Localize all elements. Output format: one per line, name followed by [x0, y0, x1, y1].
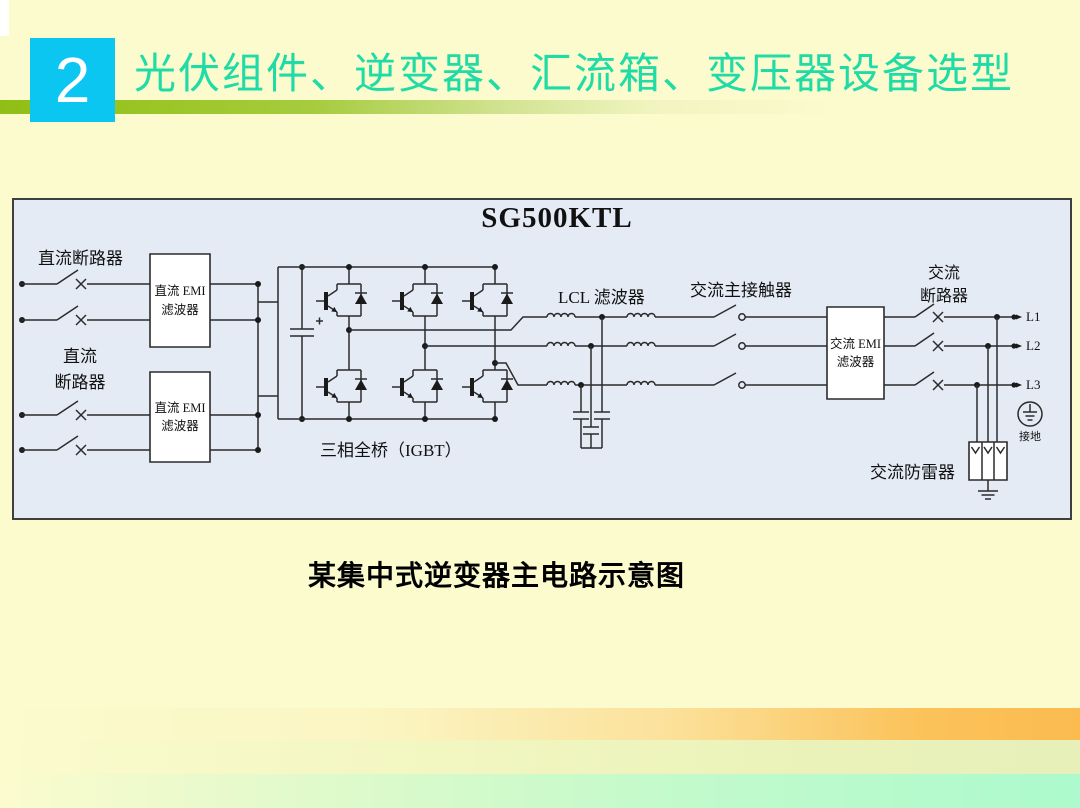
diagram-model-title: SG500KTL — [481, 202, 633, 234]
igbt-bridge — [278, 264, 547, 422]
ac-emi-filter-box — [827, 307, 884, 399]
terminal-label-l3: L3 — [1026, 377, 1041, 392]
label-dc-breaker-bottom: 直流 断路器 — [40, 344, 120, 397]
ground-symbol — [1018, 402, 1042, 426]
label-dc-breaker-top: 直流断路器 — [38, 249, 123, 268]
ac-emi-line2: 滤波器 — [836, 355, 875, 369]
label-ac-emi-filter: 交流 EMI 滤波器 — [827, 307, 884, 399]
terminal-label-l1: L1 — [1026, 309, 1041, 324]
dc-emi-filter-box-1 — [150, 254, 210, 347]
label-three-phase-bridge: 三相全桥（IGBT） — [320, 441, 462, 460]
dc-emi-filter-box-2 — [150, 372, 210, 462]
section-number-badge: 2 — [30, 38, 115, 122]
label-dc-emi-filter-1: 直流 EMI 滤波器 — [150, 254, 210, 347]
ac-breaker-line2: 断路器 — [919, 288, 968, 306]
footer-band-mint — [0, 774, 1080, 808]
footer-band-orange — [0, 708, 1080, 740]
dc-emi-1-line2: 滤波器 — [161, 302, 199, 317]
section-number: 2 — [54, 44, 91, 116]
surge-protector — [969, 314, 1007, 499]
slide-title: 光伏组件、逆变器、汇流箱、变压器设备选型 — [134, 52, 1015, 98]
lcl-filter-network — [546, 312, 714, 449]
inverter-main-circuit-schematic — [18, 200, 1070, 518]
label-ac-breaker: 交流 断路器 — [910, 262, 978, 308]
label-dc-breaker-bottom-line2: 断路器 — [54, 373, 106, 393]
label-ac-main-contactor: 交流主接触器 — [690, 281, 792, 300]
dc-emi-1-line1: 直流 EMI — [154, 284, 206, 299]
label-dc-breaker-bottom-line1: 直流 — [63, 347, 97, 366]
ac-breaker-line1: 交流 — [927, 265, 960, 282]
diagram-caption: 某集中式逆变器主电路示意图 — [308, 561, 686, 592]
header-underline-bar — [0, 100, 905, 114]
label-ac-surge-protector: 交流防雷器 — [870, 463, 955, 482]
output-terminals — [1011, 314, 1022, 388]
terminal-label-l2: L2 — [1026, 338, 1041, 353]
label-lcl-filter: LCL 滤波器 — [558, 288, 645, 307]
dc-emi-2-line2: 滤波器 — [161, 419, 199, 433]
circuit-panel: SG500KTL 直流断路器 直流 断路器 直流 EMI 滤波器 直流 EMI … — [12, 198, 1072, 520]
ac-contactor-switches — [713, 304, 827, 389]
footer-band-light-green — [0, 740, 1080, 774]
dc-emi-2-line1: 直流 EMI — [154, 400, 206, 415]
dc-bus — [210, 264, 323, 453]
label-grounding: 接地 — [1019, 431, 1041, 443]
corner-decoration — [0, 0, 9, 36]
ac-emi-line1: 交流 EMI — [829, 336, 882, 351]
label-dc-emi-filter-2: 直流 EMI 滤波器 — [150, 372, 210, 462]
